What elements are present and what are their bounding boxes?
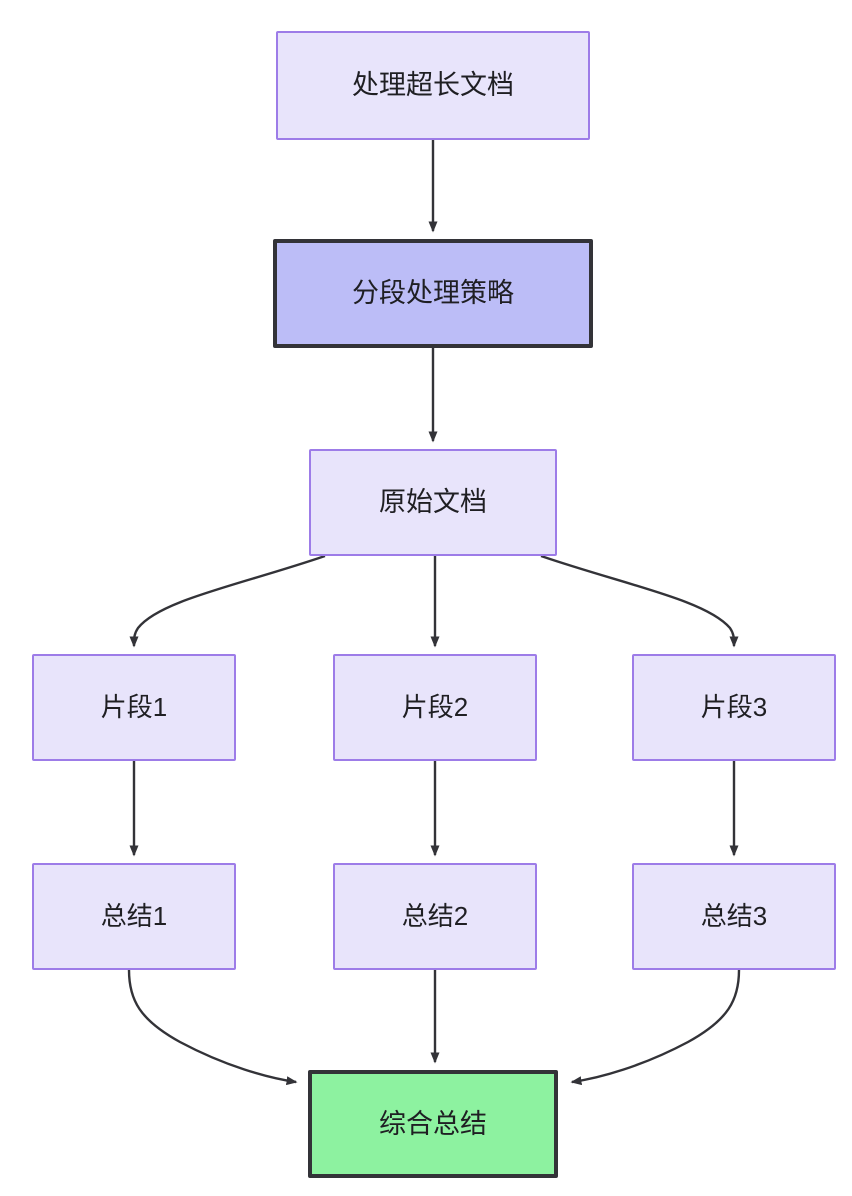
- node-label: 片段1: [100, 691, 168, 722]
- node-label: 总结2: [401, 900, 469, 931]
- node-process-long-document[interactable]: 处理超长文档: [276, 31, 590, 140]
- edge-source-to-chunk3: [540, 554, 739, 648]
- node-summary-2[interactable]: 总结2: [333, 863, 537, 970]
- node-summary-1[interactable]: 总结1: [32, 863, 236, 970]
- edge-summary1-to-final: [127, 969, 298, 1086]
- node-summary-3[interactable]: 总结3: [632, 863, 836, 970]
- node-label: 总结1: [100, 900, 168, 931]
- node-label: 片段2: [401, 691, 469, 722]
- node-label: 处理超长文档: [352, 70, 514, 101]
- node-comprehensive-summary[interactable]: 综合总结: [308, 1070, 558, 1178]
- node-source-document[interactable]: 原始文档: [309, 449, 557, 556]
- node-label: 分段处理策略: [352, 278, 514, 309]
- node-label: 综合总结: [379, 1108, 487, 1139]
- node-label: 片段3: [700, 691, 768, 722]
- node-chunking-strategy[interactable]: 分段处理策略: [273, 239, 593, 348]
- node-label: 原始文档: [379, 487, 487, 518]
- edge-summary3-to-final: [570, 969, 741, 1086]
- node-chunk-1[interactable]: 片段1: [32, 654, 236, 761]
- node-label: 总结3: [700, 900, 768, 931]
- node-chunk-3[interactable]: 片段3: [632, 654, 836, 761]
- node-chunk-2[interactable]: 片段2: [333, 654, 537, 761]
- edge-source-to-chunk1: [129, 554, 326, 648]
